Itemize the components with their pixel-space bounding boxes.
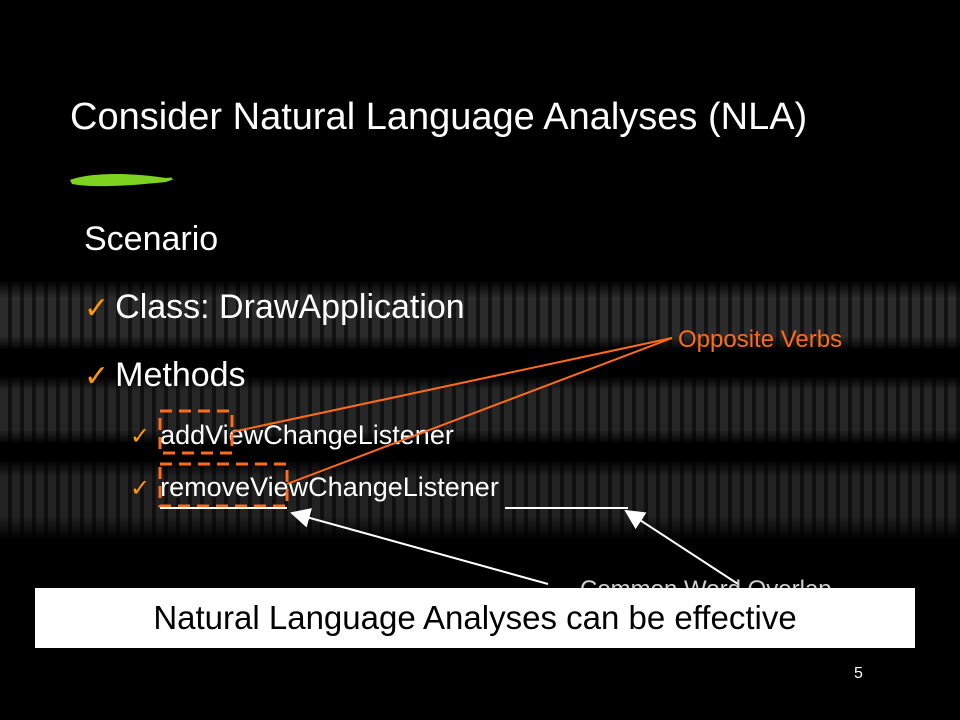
verb-box-add	[158, 409, 234, 455]
page-number: 5	[854, 665, 863, 682]
method-name: addViewChangeListener	[160, 420, 454, 450]
bullet-class: ✓Class: DrawApplication	[84, 290, 465, 324]
bullet-class-text: Class: DrawApplication	[115, 288, 465, 326]
verb-link-line	[286, 337, 673, 485]
checkmark-icon: ✓	[84, 291, 110, 326]
green-brushstroke-icon	[70, 174, 174, 187]
conclusion-banner: Natural Language Analyses can be effecti…	[35, 588, 915, 648]
method-item: ✓ removeViewChangeListener	[130, 474, 499, 501]
scenario-label: Scenario	[84, 220, 219, 258]
common-arrow-left	[290, 508, 549, 585]
verb-link-line	[231, 337, 673, 433]
bullet-methods: ✓Methods	[84, 358, 246, 392]
method-item: ✓ addViewChangeListener	[130, 422, 454, 449]
checkmark-icon: ✓	[130, 474, 151, 502]
bullet-methods-text: Methods	[115, 356, 246, 394]
slide-title: Consider Natural Language Analyses (NLA)	[70, 96, 808, 138]
method-name: removeViewChangeListener	[160, 472, 499, 502]
checkmark-icon: ✓	[130, 422, 151, 450]
checkmark-icon: ✓	[84, 359, 110, 394]
opposite-verbs-label: Opposite Verbs	[678, 326, 843, 353]
verb-box-remove	[158, 462, 289, 508]
common-arrow-right	[624, 509, 739, 585]
